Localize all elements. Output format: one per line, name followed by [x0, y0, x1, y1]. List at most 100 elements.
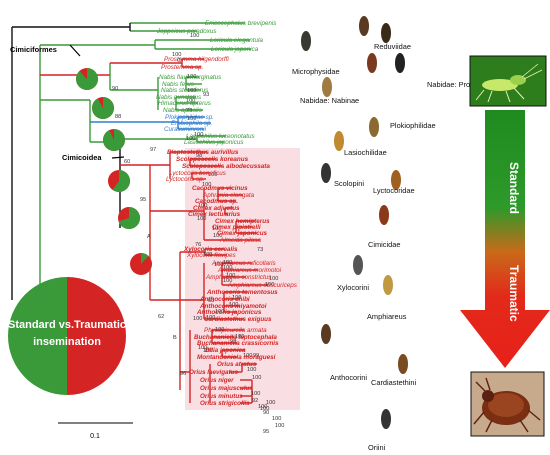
bootstrap-41: 98	[230, 339, 236, 345]
bootstrap-37: 100	[232, 295, 241, 301]
taxon-18: Blaptostethus aurivillus	[167, 149, 239, 156]
insect-5	[395, 53, 405, 73]
scale-bar: 0.1	[58, 422, 133, 440]
taxon-3: Loricula elegantula	[210, 37, 263, 44]
bootstrap-29: 100	[223, 278, 232, 284]
bootstrap-54: 100	[260, 406, 269, 412]
taxon-15: Curaliuminronii	[164, 126, 207, 133]
taxon-49: Orius laevigatus	[189, 369, 238, 376]
taxon-47: Montandoniola moraguesi	[197, 354, 276, 361]
taxon-39: Anthocoris chibi	[199, 296, 250, 303]
taxon-34: Amphiareus ruficollaris	[211, 260, 277, 267]
insect-13	[383, 275, 393, 295]
taxon-45: Buchananiella crassicornis	[197, 340, 279, 347]
traumatic-clade-shade	[185, 148, 300, 410]
taxon-29: Cimex pipistrelli	[212, 224, 261, 231]
family-reduviidae: Reduviidae	[374, 42, 411, 51]
taxon-42: Cardiastethus exiguus	[204, 316, 272, 323]
bootstrap-22: 100	[212, 226, 221, 232]
bootstrap-43: 100	[203, 348, 212, 354]
node-pie-4-standard	[112, 170, 131, 192]
taxon-6: Prostemma sp.	[161, 64, 203, 71]
clade-a-label: A	[147, 234, 151, 240]
bootstrap-42: 100	[235, 334, 244, 340]
family-cimicidae: Cimicidae	[368, 240, 400, 249]
bootstrap-21: 100	[213, 233, 222, 239]
taxon-28: Cimex hemipterus	[215, 218, 270, 225]
taxon-26: Cimex adjuctus	[193, 205, 240, 212]
taxon-5: Prostemma hilgendorffi	[164, 56, 229, 63]
taxon-19: Scoloposcelis koreanus	[176, 156, 249, 163]
clade-b-label: B	[173, 335, 177, 341]
family-scolopini: Scolopini	[334, 179, 364, 188]
bootstrap-45: 100	[243, 353, 252, 359]
taxon-9: Nabis stenoferus	[161, 87, 209, 94]
bootstrap-50: 100	[251, 391, 260, 397]
node-pies	[75, 68, 152, 275]
bootstrap-30: 100	[265, 282, 274, 288]
bootstrap-40: 100	[215, 327, 224, 333]
taxon-1: Enicocephalus brevipenis	[205, 20, 277, 27]
bootstrap-23: 76	[195, 242, 201, 248]
bootstrap-48: 100	[247, 367, 256, 373]
taxon-11: Himacerus apterus	[158, 100, 212, 107]
family-anthocorini: Anthocorini	[330, 373, 367, 382]
pie-slice-standard	[8, 277, 67, 395]
taxon-51: Orius majusculus	[200, 385, 253, 392]
family-oriini: Oriini	[368, 443, 386, 452]
bootstrap-56: 100	[272, 416, 281, 422]
family-amphiareus: Amphiareus	[367, 312, 407, 321]
bootstrap-51: 100	[266, 400, 275, 406]
taxon-46: Bilia japonica	[205, 347, 246, 354]
pie-label-text-2: insemination	[33, 336, 101, 348]
taxon-23: Cacodmus vicinus	[192, 185, 248, 192]
bootstrap-47: 96	[180, 371, 186, 377]
bootstrap-58: 95	[263, 429, 269, 435]
traumatic-highlight	[185, 148, 300, 410]
bootstrap-14: 100	[186, 136, 195, 142]
bootstrap-12: 60	[124, 159, 130, 165]
bootstrap-53: 100	[258, 404, 267, 410]
bootstrap-49: 100	[252, 375, 261, 381]
bootstrap-44: 100	[198, 345, 207, 351]
insect-6	[322, 77, 332, 97]
taxon-44: Buchananiella leptocephala	[194, 334, 277, 341]
taxon-16: Lasiochilus luceonotatus	[186, 133, 255, 140]
bootstrap-28: 73	[257, 247, 263, 253]
bootstrap-16: 100	[202, 182, 211, 188]
family-cardiastethini: Cardiastethini	[371, 378, 417, 387]
bootstrap-57: 100	[275, 423, 284, 429]
taxon-52: Orius minutus	[200, 393, 243, 400]
insect-11	[379, 205, 389, 225]
insect-10	[391, 170, 401, 190]
bootstrap-24: 100	[203, 252, 212, 258]
taxon-4: Loricula japonica	[211, 46, 259, 53]
taxon-10: Nabis punctatus	[156, 94, 202, 101]
taxon-20: Scoloposcelis albodecussata	[182, 163, 270, 170]
bootstrap-18: 95	[140, 197, 146, 203]
insect-16	[381, 409, 391, 429]
taxon-22: Lyctocoris sp.	[166, 176, 204, 183]
family-xylocorini: Xylocorini	[337, 283, 369, 292]
taxon-30: Cimex japonicus	[217, 230, 268, 237]
pie-label-text-1: Standard vs.Traumatic	[8, 319, 126, 331]
insect-7	[369, 117, 379, 137]
insect-9	[321, 163, 331, 183]
insect-3	[301, 31, 311, 51]
pie-slice-traumatic	[67, 277, 126, 395]
bootstrap-3: 100	[172, 52, 181, 58]
bootstrap-10: 100	[187, 116, 196, 122]
bootstrap-33: 62	[158, 314, 164, 320]
bootstrap-11: 100	[194, 132, 203, 138]
bootstrap-13: 97	[150, 147, 156, 153]
taxon-43: Physopleurella armata	[204, 327, 267, 334]
taxon-37: Amphiareus obscuriceps	[227, 282, 298, 289]
bootstrap-values: 9010010088100100931007810010060971009810…	[112, 33, 284, 435]
bootstrap-1: 90	[112, 86, 118, 92]
insect-4	[367, 53, 377, 73]
bootstrap-5: 100	[187, 74, 196, 80]
gradient-arrow	[460, 110, 550, 368]
insect-illustrations	[301, 16, 408, 429]
arrow-label-traumatic: Traumatic	[507, 265, 521, 322]
